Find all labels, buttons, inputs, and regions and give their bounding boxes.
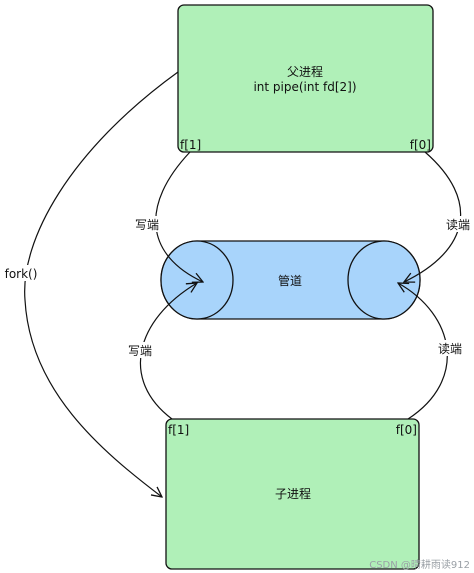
- child-process-box: [165, 418, 420, 570]
- pipe-left-end: [160, 240, 234, 320]
- parent-read-label: 读端: [446, 218, 470, 232]
- child-process: f[1] f[0] 子进程: [165, 418, 420, 570]
- child-write-label: 写端: [128, 344, 152, 358]
- parent-subtitle: int pipe(int fd[2]): [253, 80, 356, 94]
- parent-fd-write: f[1]: [180, 138, 201, 152]
- pipe-right-end: [347, 240, 421, 320]
- pipe: 管道: [160, 240, 421, 320]
- parent-fd-read: f[0]: [410, 138, 431, 152]
- parent-write-label-bg: [133, 216, 161, 232]
- fork-edge: [24, 71, 179, 497]
- parent-write-label: 写端: [135, 218, 159, 232]
- child-title: 子进程: [275, 486, 311, 501]
- fork-label: fork(): [5, 267, 38, 281]
- child-read-label-bg: [436, 340, 464, 356]
- child-fd-write: f[1]: [168, 423, 189, 437]
- child-read-label: 读端: [438, 342, 462, 356]
- child-fd-read: f[0]: [396, 423, 417, 437]
- watermark: CSDN @晴耕雨读912: [369, 558, 470, 571]
- child-write-label-bg: [126, 342, 154, 358]
- parent-read-label-bg: [444, 216, 472, 232]
- pipe-label: 管道: [278, 273, 302, 288]
- parent-process-box: [177, 4, 434, 153]
- parent-process: 父进程 int pipe(int fd[2]) f[1] f[0]: [177, 4, 434, 153]
- parent-title: 父进程: [287, 64, 323, 79]
- fork-label-bg: [3, 265, 39, 281]
